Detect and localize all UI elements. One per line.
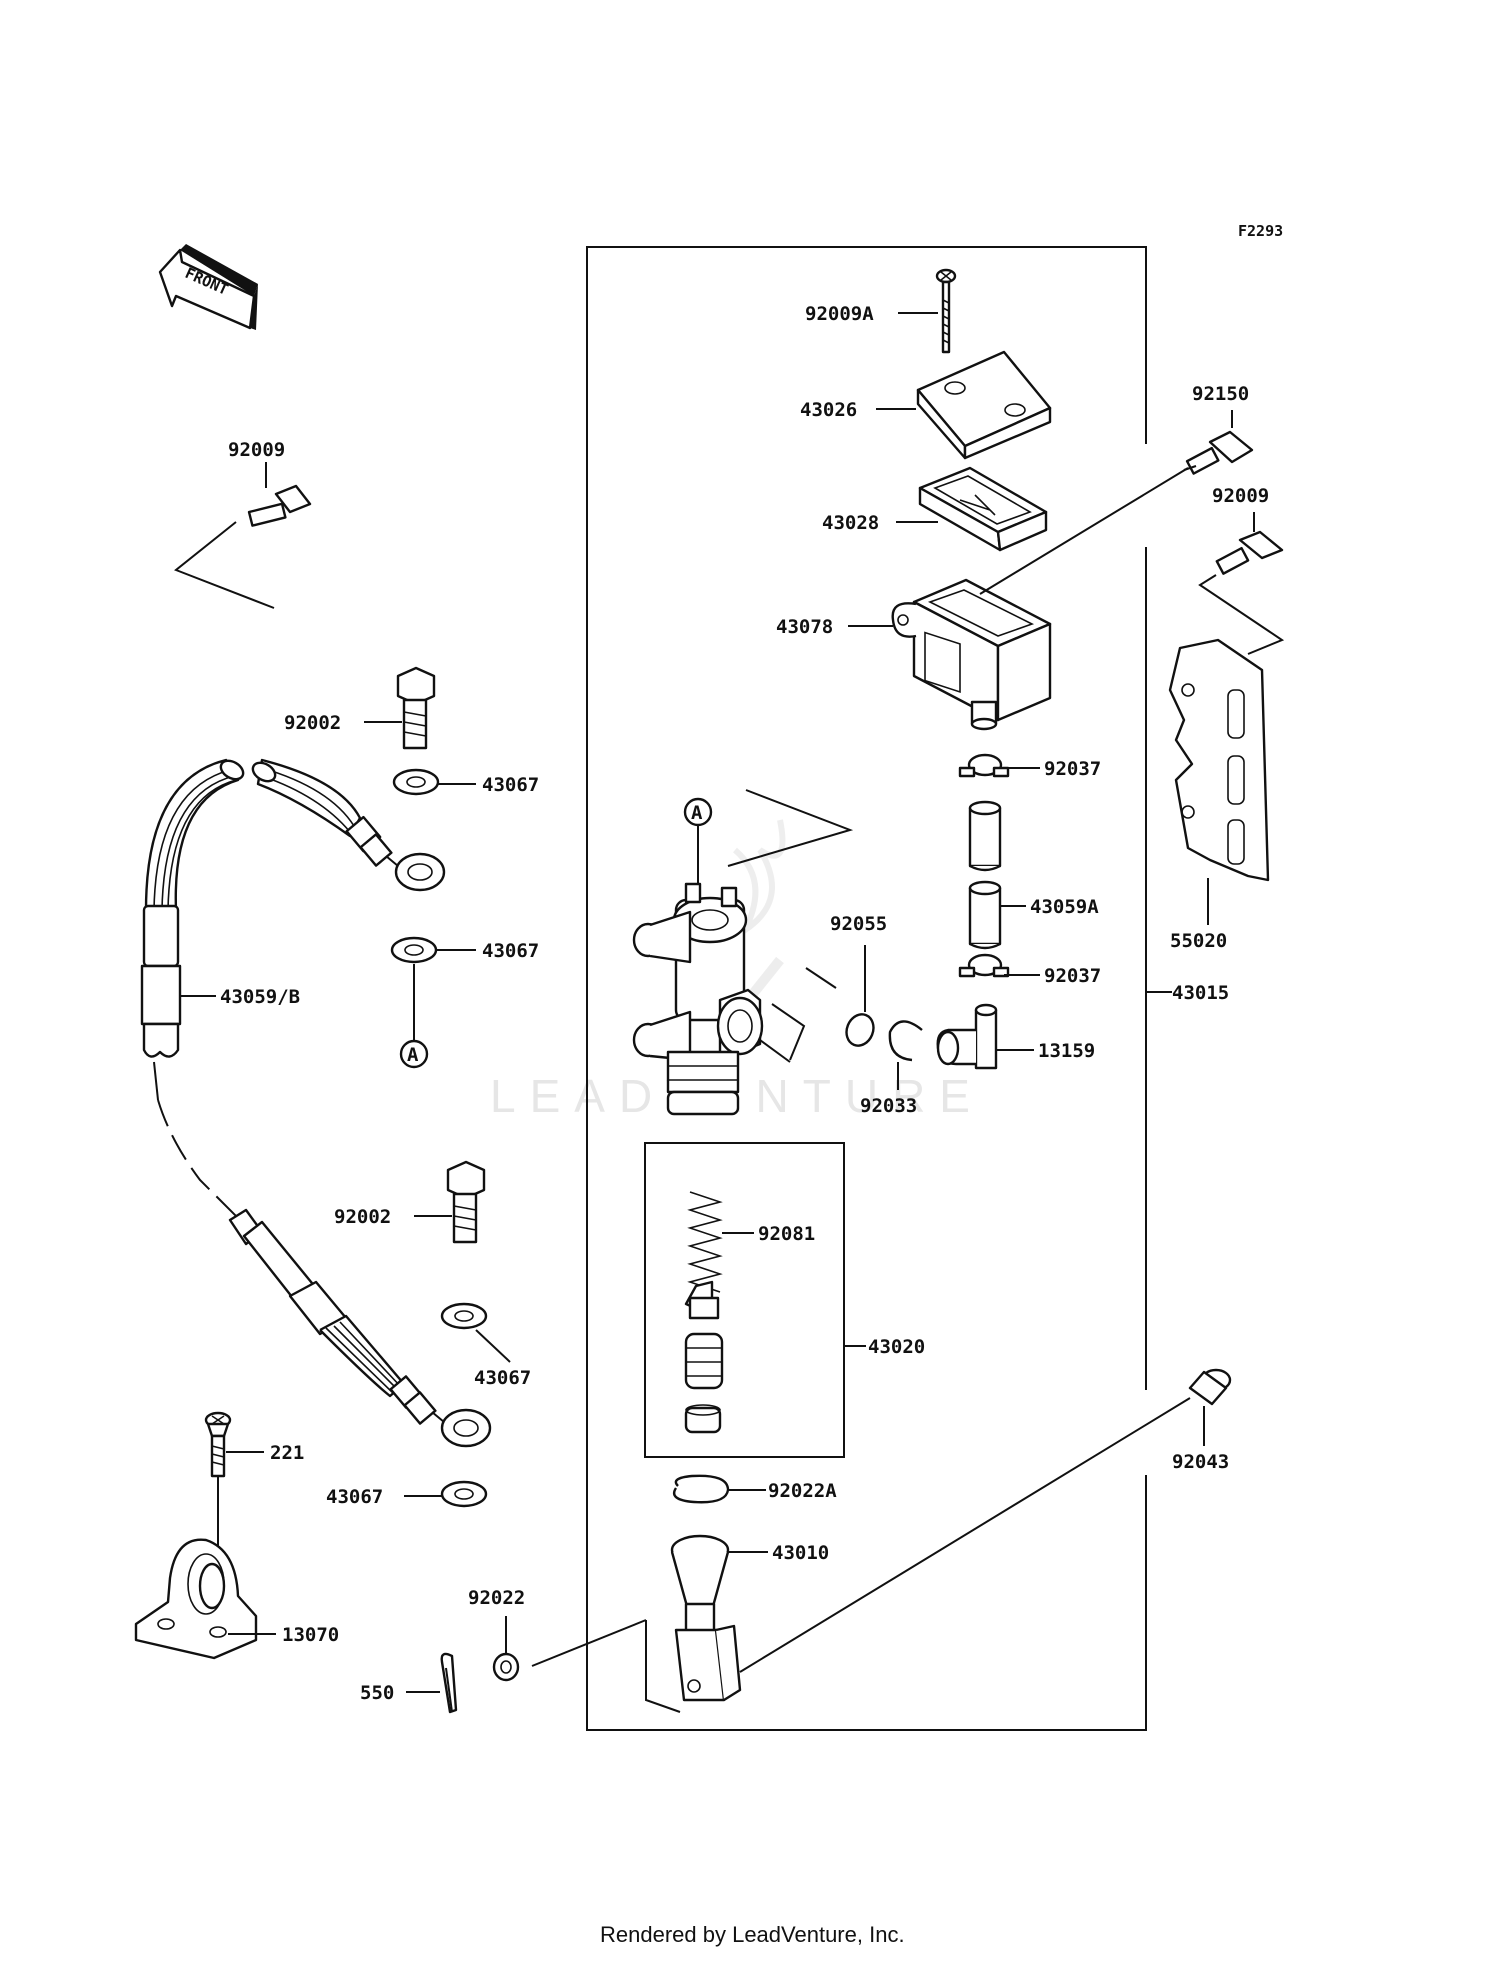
label-92009-left: 92009 [228, 439, 285, 461]
banjo-bolt-92002-top [396, 666, 436, 750]
piston-cup [684, 1280, 720, 1320]
heat-guard-55020 [1168, 638, 1270, 882]
label-55020: 55020 [1170, 930, 1227, 952]
label-43067-2: 43067 [482, 940, 539, 962]
footer-credit: Rendered by LeadVenture, Inc. [600, 1922, 905, 1947]
label-92009-right: 92009 [1212, 485, 1269, 507]
washer-43067-1 [392, 768, 440, 796]
circlip-92033 [888, 1020, 923, 1062]
label-92033: 92033 [860, 1095, 917, 1117]
label-92002-top: 92002 [284, 712, 341, 734]
label-550: 550 [360, 1682, 394, 1704]
banjo-bolt-92002-bottom [446, 1160, 486, 1244]
elbow-fitting-13159 [936, 1003, 998, 1070]
holder-13070 [134, 1538, 258, 1660]
label-13070: 13070 [282, 1624, 339, 1646]
callout-a-top: A [691, 802, 703, 824]
brake-hose-lower [228, 1208, 492, 1448]
label-43067-3: 43067 [474, 1367, 531, 1389]
diaphragm-43028 [918, 466, 1048, 552]
assembly-frame-43020 [644, 1142, 845, 1458]
label-43010: 43010 [772, 1542, 829, 1564]
front-arrow-icon: FRONT [158, 244, 258, 330]
cap-43026 [916, 350, 1052, 460]
callout-a-left: A [407, 1044, 419, 1066]
clamp-92037-bottom [958, 953, 1010, 978]
label-43015: 43015 [1172, 982, 1229, 1004]
cotter-pin-550 [440, 1652, 458, 1714]
label-92150: 92150 [1192, 383, 1249, 405]
clamp-92037-top [958, 753, 1010, 778]
label-92009A: 92009A [805, 303, 874, 325]
pin-92043 [1188, 1368, 1232, 1406]
label-92081: 92081 [758, 1223, 815, 1245]
label-92055: 92055 [830, 913, 887, 935]
washer-43067-3 [440, 1302, 488, 1330]
washer-92022 [492, 1652, 520, 1682]
screw-92009-right [1215, 530, 1284, 575]
spring-92081 [687, 1191, 723, 1293]
reservoir-body-43078 [891, 578, 1052, 731]
label-13159: 13159 [1038, 1040, 1095, 1062]
screw-92009-left [247, 484, 312, 527]
snap-ring-92022A [672, 1474, 730, 1504]
brake-hose-upper [144, 758, 446, 912]
piston [684, 1332, 724, 1390]
label-43078: 43078 [776, 616, 833, 638]
label-43067-1: 43067 [482, 774, 539, 796]
washer-43067-4 [440, 1480, 488, 1508]
label-43028: 43028 [822, 512, 879, 534]
label-43059B: 43059/B [220, 986, 300, 1008]
label-92037-top: 92037 [1044, 758, 1101, 780]
label-92022A: 92022A [768, 1480, 837, 1502]
label-43026: 43026 [800, 399, 857, 421]
label-221: 221 [270, 1442, 304, 1464]
brake-hose-43059B [140, 904, 241, 1221]
label-43067-4: 43067 [326, 1486, 383, 1508]
push-rod-43010 [670, 1534, 742, 1702]
label-92037-bottom: 92037 [1044, 965, 1101, 987]
label-43020: 43020 [868, 1336, 925, 1358]
bolt-92150 [1183, 430, 1254, 475]
screw-92009A [935, 268, 957, 354]
label-92022: 92022 [468, 1587, 525, 1609]
washer-43067-2 [390, 936, 438, 964]
label-92002-bottom: 92002 [334, 1206, 391, 1228]
label-43059A: 43059A [1030, 896, 1099, 918]
o-ring-92055 [845, 1013, 875, 1047]
hose-43059A [968, 800, 1002, 950]
assembly-frame-43015 [586, 246, 1147, 1731]
label-92043: 92043 [1172, 1451, 1229, 1473]
secondary-cup [684, 1404, 722, 1434]
screw-221 [204, 1411, 232, 1478]
diagram-code: F2293 [1238, 222, 1283, 240]
master-cylinder-body: A [632, 789, 854, 1116]
